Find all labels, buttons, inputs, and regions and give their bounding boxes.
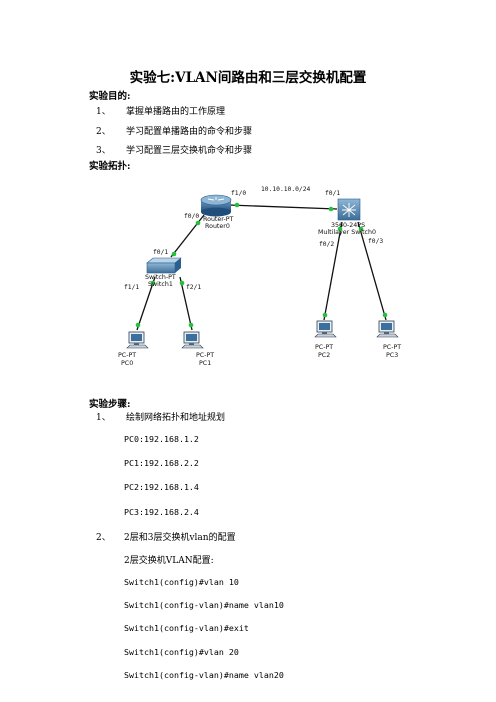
link-multilayer-pc2 — [323, 221, 343, 321]
link-multilayer-pc3 — [357, 221, 387, 321]
address-line: PC0:192.168.1.2 — [124, 434, 199, 444]
multilayer-port-label: f0/2 — [319, 241, 334, 248]
address-line: PC2:192.168.1.4 — [124, 482, 199, 492]
command-line: Switch1(config)#vlan 10 — [124, 577, 239, 587]
pc-icon — [126, 331, 149, 349]
multilayer-switch-icon — [337, 198, 361, 221]
pc-name-label: PC3 — [386, 352, 398, 359]
router-port-label: f0/0 — [184, 213, 199, 220]
switch-port-label: f1/1 — [124, 284, 139, 291]
address-line: PC3:192.168.2.4 — [124, 507, 199, 517]
pc-name-label: PC2 — [318, 352, 330, 359]
link-router-multilayer — [228, 204, 338, 210]
router-model-label: Router-PT — [203, 216, 234, 223]
pc-icons — [126, 320, 399, 349]
network-label: 10.10.10.0/24 — [261, 186, 310, 193]
pc-icon — [181, 331, 204, 349]
pc-model-label: PC-PT — [383, 344, 401, 351]
network-topology-diagram: Router-PT Router0 f1/0 f0/0 10.10.10.0/2… — [118, 186, 401, 367]
switch-icon — [146, 257, 182, 274]
router-port-label: f1/0 — [231, 190, 246, 197]
link-switch-pc1 — [179, 276, 193, 331]
port-indicators — [135, 202, 388, 328]
multilayer-port-label: f0/1 — [325, 190, 340, 197]
multilayer-name-label: Multilayer Switch0 — [318, 229, 376, 236]
switch-port-label: f2/1 — [186, 284, 201, 291]
command-line: Switch1(config-vlan)#name vlan20 — [124, 670, 284, 680]
subsection-title: 2层交换机VLAN配置: — [124, 556, 214, 566]
address-line: PC1:192.168.2.2 — [124, 458, 199, 468]
link-switch-pc0 — [136, 276, 156, 331]
objective-number: 1、 — [96, 107, 111, 117]
pc-model-label: PC-PT — [196, 352, 214, 359]
router-name-label: Router0 — [205, 223, 230, 230]
command-line: Switch1(config)#vlan 20 — [124, 647, 239, 657]
topology-heading: 实验拓扑: — [89, 161, 131, 172]
router-icon — [200, 194, 232, 217]
page-title: 实验七:VLAN间路由和三层交换机配置 — [129, 70, 367, 86]
objective-text: 学习配置单播路由的命令和步骤 — [126, 127, 253, 137]
pc-name-label: PC1 — [199, 360, 211, 367]
step-text: 2层和3层交换机vlan的配置 — [124, 533, 236, 543]
objective-text: 学习配置三层交换机命令和步骤 — [126, 146, 253, 156]
pc-model-label: PC-PT — [315, 344, 333, 351]
switch-name-label: Switch1 — [148, 281, 173, 288]
multilayer-model-label: 3560-24PS — [331, 222, 365, 229]
command-line: Switch1(config-vlan)#exit — [124, 623, 249, 633]
step-number: 1、 — [96, 413, 111, 423]
pc-icon — [314, 320, 337, 338]
multilayer-port-label: f0/3 — [368, 238, 383, 245]
objective-number: 3、 — [96, 146, 111, 156]
command-line: Switch1(config-vlan)#name vlan10 — [124, 600, 284, 610]
objectives-heading: 实验目的: — [89, 91, 131, 102]
steps-heading: 实验步骤: — [89, 399, 131, 410]
pc-name-label: PC0 — [121, 360, 133, 367]
step-number: 2、 — [96, 533, 111, 543]
switch-model-label: Switch-PT — [145, 274, 176, 281]
step-text: 绘制网络拓扑和地址规划 — [126, 413, 226, 423]
objective-number: 2、 — [96, 127, 111, 137]
switch-port-label: f0/1 — [153, 249, 168, 256]
pc-model-label: PC-PT — [118, 352, 136, 359]
pc-icon — [376, 320, 399, 338]
objective-text: 掌握单播路由的工作原理 — [126, 107, 226, 117]
